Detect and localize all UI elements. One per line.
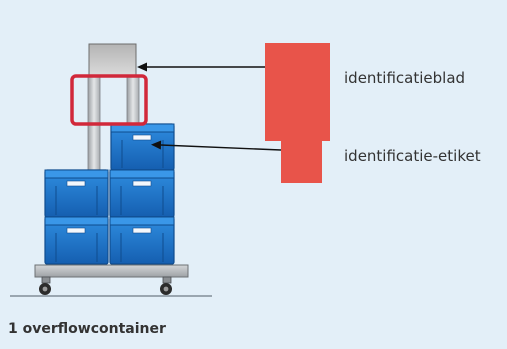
- arrow-to-sheet-holder: [137, 62, 265, 72]
- tag-marker: [281, 140, 322, 183]
- arrow-to-crate-tag: [151, 140, 282, 151]
- crate-middle-left: [44, 169, 109, 218]
- trolley-base: [34, 264, 189, 278]
- sheet-holder: [88, 43, 137, 78]
- label-identification-tag: identificatie-etiket: [344, 147, 481, 165]
- figure-caption: 1 overflowcontainer: [8, 321, 166, 337]
- wheel-right: [160, 276, 172, 295]
- label-identification-sheet: identificatieblad: [344, 69, 466, 87]
- crate-bottom-left: [44, 216, 109, 265]
- wheel-left: [39, 276, 51, 295]
- crate-top: [110, 123, 175, 171]
- highlight-outline: [70, 74, 148, 126]
- sheet-marker: [265, 43, 330, 141]
- crate-bottom-right: [109, 216, 175, 265]
- crate-middle-right: [109, 169, 175, 218]
